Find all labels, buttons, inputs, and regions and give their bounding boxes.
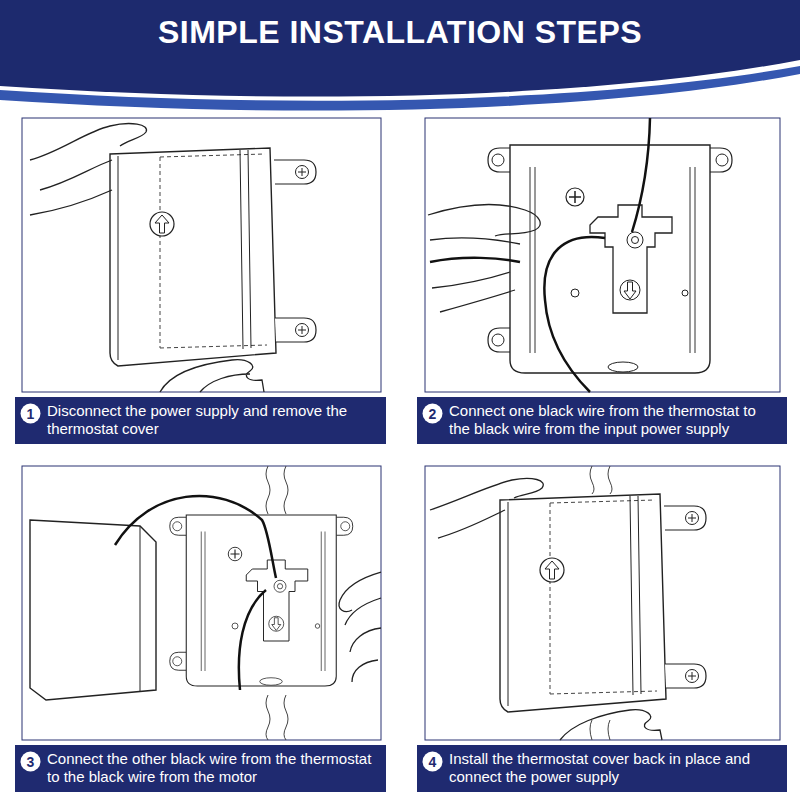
step-number-circle: 2 xyxy=(422,403,443,424)
step-caption-band: Connect one black wire from the thermost… xyxy=(417,397,787,444)
thermostat-cover xyxy=(30,520,156,700)
wire xyxy=(115,496,276,578)
step-number: 1 xyxy=(20,403,41,424)
circle-shape xyxy=(423,752,443,772)
step-caption: Install the thermostat cover back in pla… xyxy=(449,750,779,786)
hand xyxy=(560,710,662,740)
wire xyxy=(544,237,605,392)
hand xyxy=(339,572,381,682)
step-number-circle: 4 xyxy=(422,751,443,772)
thermostat-base xyxy=(488,145,732,373)
cover-edge xyxy=(140,526,141,692)
hand xyxy=(30,124,147,215)
circle-shape xyxy=(21,752,41,772)
panel-frame xyxy=(22,466,381,740)
step-number: 3 xyxy=(20,751,41,772)
step-caption-band: Connect the other black wire from the th… xyxy=(15,745,386,792)
panel-frame xyxy=(22,118,381,392)
thermostat-cover xyxy=(500,494,706,712)
wire xyxy=(430,258,520,262)
header-band xyxy=(0,0,800,97)
step-number: 4 xyxy=(422,751,443,772)
page-title: SIMPLE INSTALLATION STEPS xyxy=(0,14,800,51)
wire xyxy=(632,118,650,232)
wire xyxy=(239,590,266,690)
step-caption: Connect the other black wire from the th… xyxy=(47,750,378,786)
step-caption-band: Install the thermostat cover back in pla… xyxy=(417,745,787,792)
step-caption: Connect one black wire from the thermost… xyxy=(449,402,779,438)
step-number: 2 xyxy=(422,403,443,424)
step-number-circle: 3 xyxy=(20,751,41,772)
step-number-circle: 1 xyxy=(20,403,41,424)
step-caption-band: Disconnect the power supply and remove t… xyxy=(15,397,386,444)
hand xyxy=(430,478,543,538)
panel-frame xyxy=(425,466,780,740)
step-caption: Disconnect the power supply and remove t… xyxy=(47,402,378,438)
header-stripe xyxy=(0,66,800,111)
thermostat-cover xyxy=(110,148,316,366)
panel-frame xyxy=(425,118,780,392)
hand xyxy=(428,205,540,312)
hand xyxy=(160,360,264,392)
thermostat-base xyxy=(170,515,353,686)
circle-shape xyxy=(21,404,41,424)
circle-shape xyxy=(423,404,443,424)
